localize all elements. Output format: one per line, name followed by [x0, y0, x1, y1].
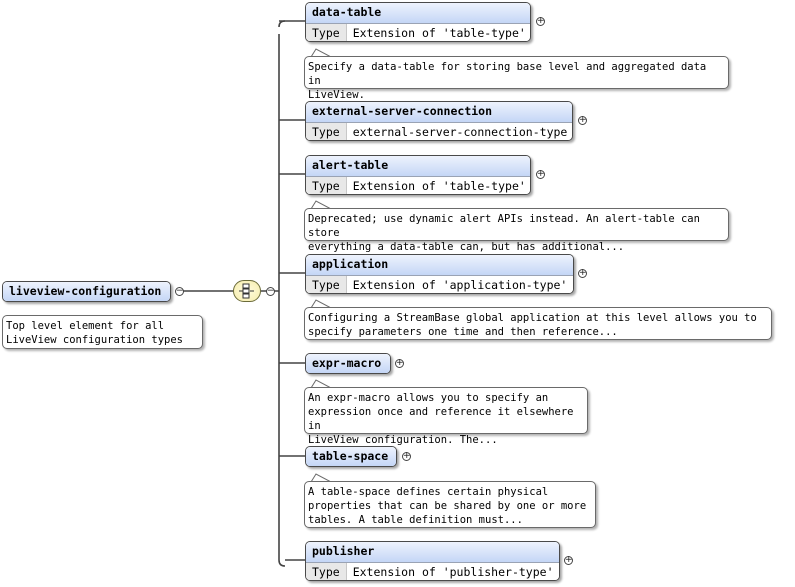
element-documentation: Deprecated; use dynamic alert APIs inste… — [304, 208, 729, 253]
doc-tab — [310, 48, 332, 57]
type-label: Type — [306, 24, 347, 41]
type-value: Extension of 'table-type' — [352, 26, 526, 40]
doc-tab — [310, 379, 332, 388]
sequence-compositor-icon — [239, 283, 254, 299]
element-name: alert-table — [306, 156, 530, 176]
element-documentation: Specify a data-table for storing base le… — [304, 56, 729, 101]
collapse-icon[interactable]: − — [175, 286, 184, 296]
element-data-table[interactable]: data-table Type Extension of 'table-type… — [305, 2, 531, 42]
element-documentation: A table-space defines certain physical p… — [304, 481, 596, 528]
expand-icon[interactable]: + — [578, 115, 587, 125]
root-element-liveview-configuration[interactable]: liveview-configuration — [2, 281, 171, 302]
type-label: Type — [306, 563, 347, 580]
collapse-icon[interactable]: − — [266, 286, 275, 296]
expand-icon[interactable]: + — [536, 169, 545, 179]
sequence-compositor[interactable] — [233, 280, 261, 302]
type-row: Type external-server-connection-type — [306, 122, 572, 140]
root-documentation: Top level element for all LiveView confi… — [2, 315, 203, 349]
type-row: Type Extension of 'application-type' — [306, 275, 573, 293]
type-value: Extension of 'application-type' — [352, 278, 568, 292]
element-application[interactable]: application Type Extension of 'applicati… — [305, 254, 574, 294]
type-label: Type — [306, 177, 347, 194]
element-alert-table[interactable]: alert-table Type Extension of 'table-typ… — [305, 155, 531, 195]
type-value: Extension of 'table-type' — [352, 179, 526, 193]
element-documentation: Configuring a StreamBase global applicat… — [304, 307, 772, 340]
element-name: liveview-configuration — [3, 282, 170, 301]
element-name: publisher — [306, 542, 559, 562]
element-name: table-space — [306, 447, 396, 466]
element-name: expr-macro — [306, 354, 390, 373]
expand-icon[interactable]: + — [395, 358, 404, 368]
element-name: external-server-connection — [306, 102, 572, 122]
element-name: data-table — [306, 3, 530, 23]
element-name: application — [306, 255, 573, 275]
element-publisher[interactable]: publisher Type Extension of 'publisher-t… — [305, 541, 560, 581]
expand-icon[interactable]: + — [564, 555, 573, 565]
element-documentation: An expr-macro allows you to specify an e… — [304, 387, 588, 446]
element-table-space[interactable]: table-space — [305, 446, 397, 467]
expand-icon[interactable]: + — [578, 268, 587, 278]
type-row: Type Extension of 'table-type' — [306, 176, 530, 194]
element-external-server-connection[interactable]: external-server-connection Type external… — [305, 101, 573, 141]
type-value: external-server-connection-type — [352, 125, 568, 139]
type-value: Extension of 'publisher-type' — [352, 565, 554, 579]
expand-icon[interactable]: + — [402, 451, 411, 461]
type-label: Type — [306, 276, 347, 293]
doc-tab — [310, 200, 332, 209]
type-row: Type Extension of 'table-type' — [306, 23, 530, 41]
expand-icon[interactable]: + — [536, 16, 545, 26]
type-label: Type — [306, 123, 347, 140]
type-row: Type Extension of 'publisher-type' — [306, 562, 559, 580]
doc-tab — [310, 473, 332, 482]
element-expr-macro[interactable]: expr-macro — [305, 353, 391, 374]
doc-tab — [310, 299, 332, 308]
